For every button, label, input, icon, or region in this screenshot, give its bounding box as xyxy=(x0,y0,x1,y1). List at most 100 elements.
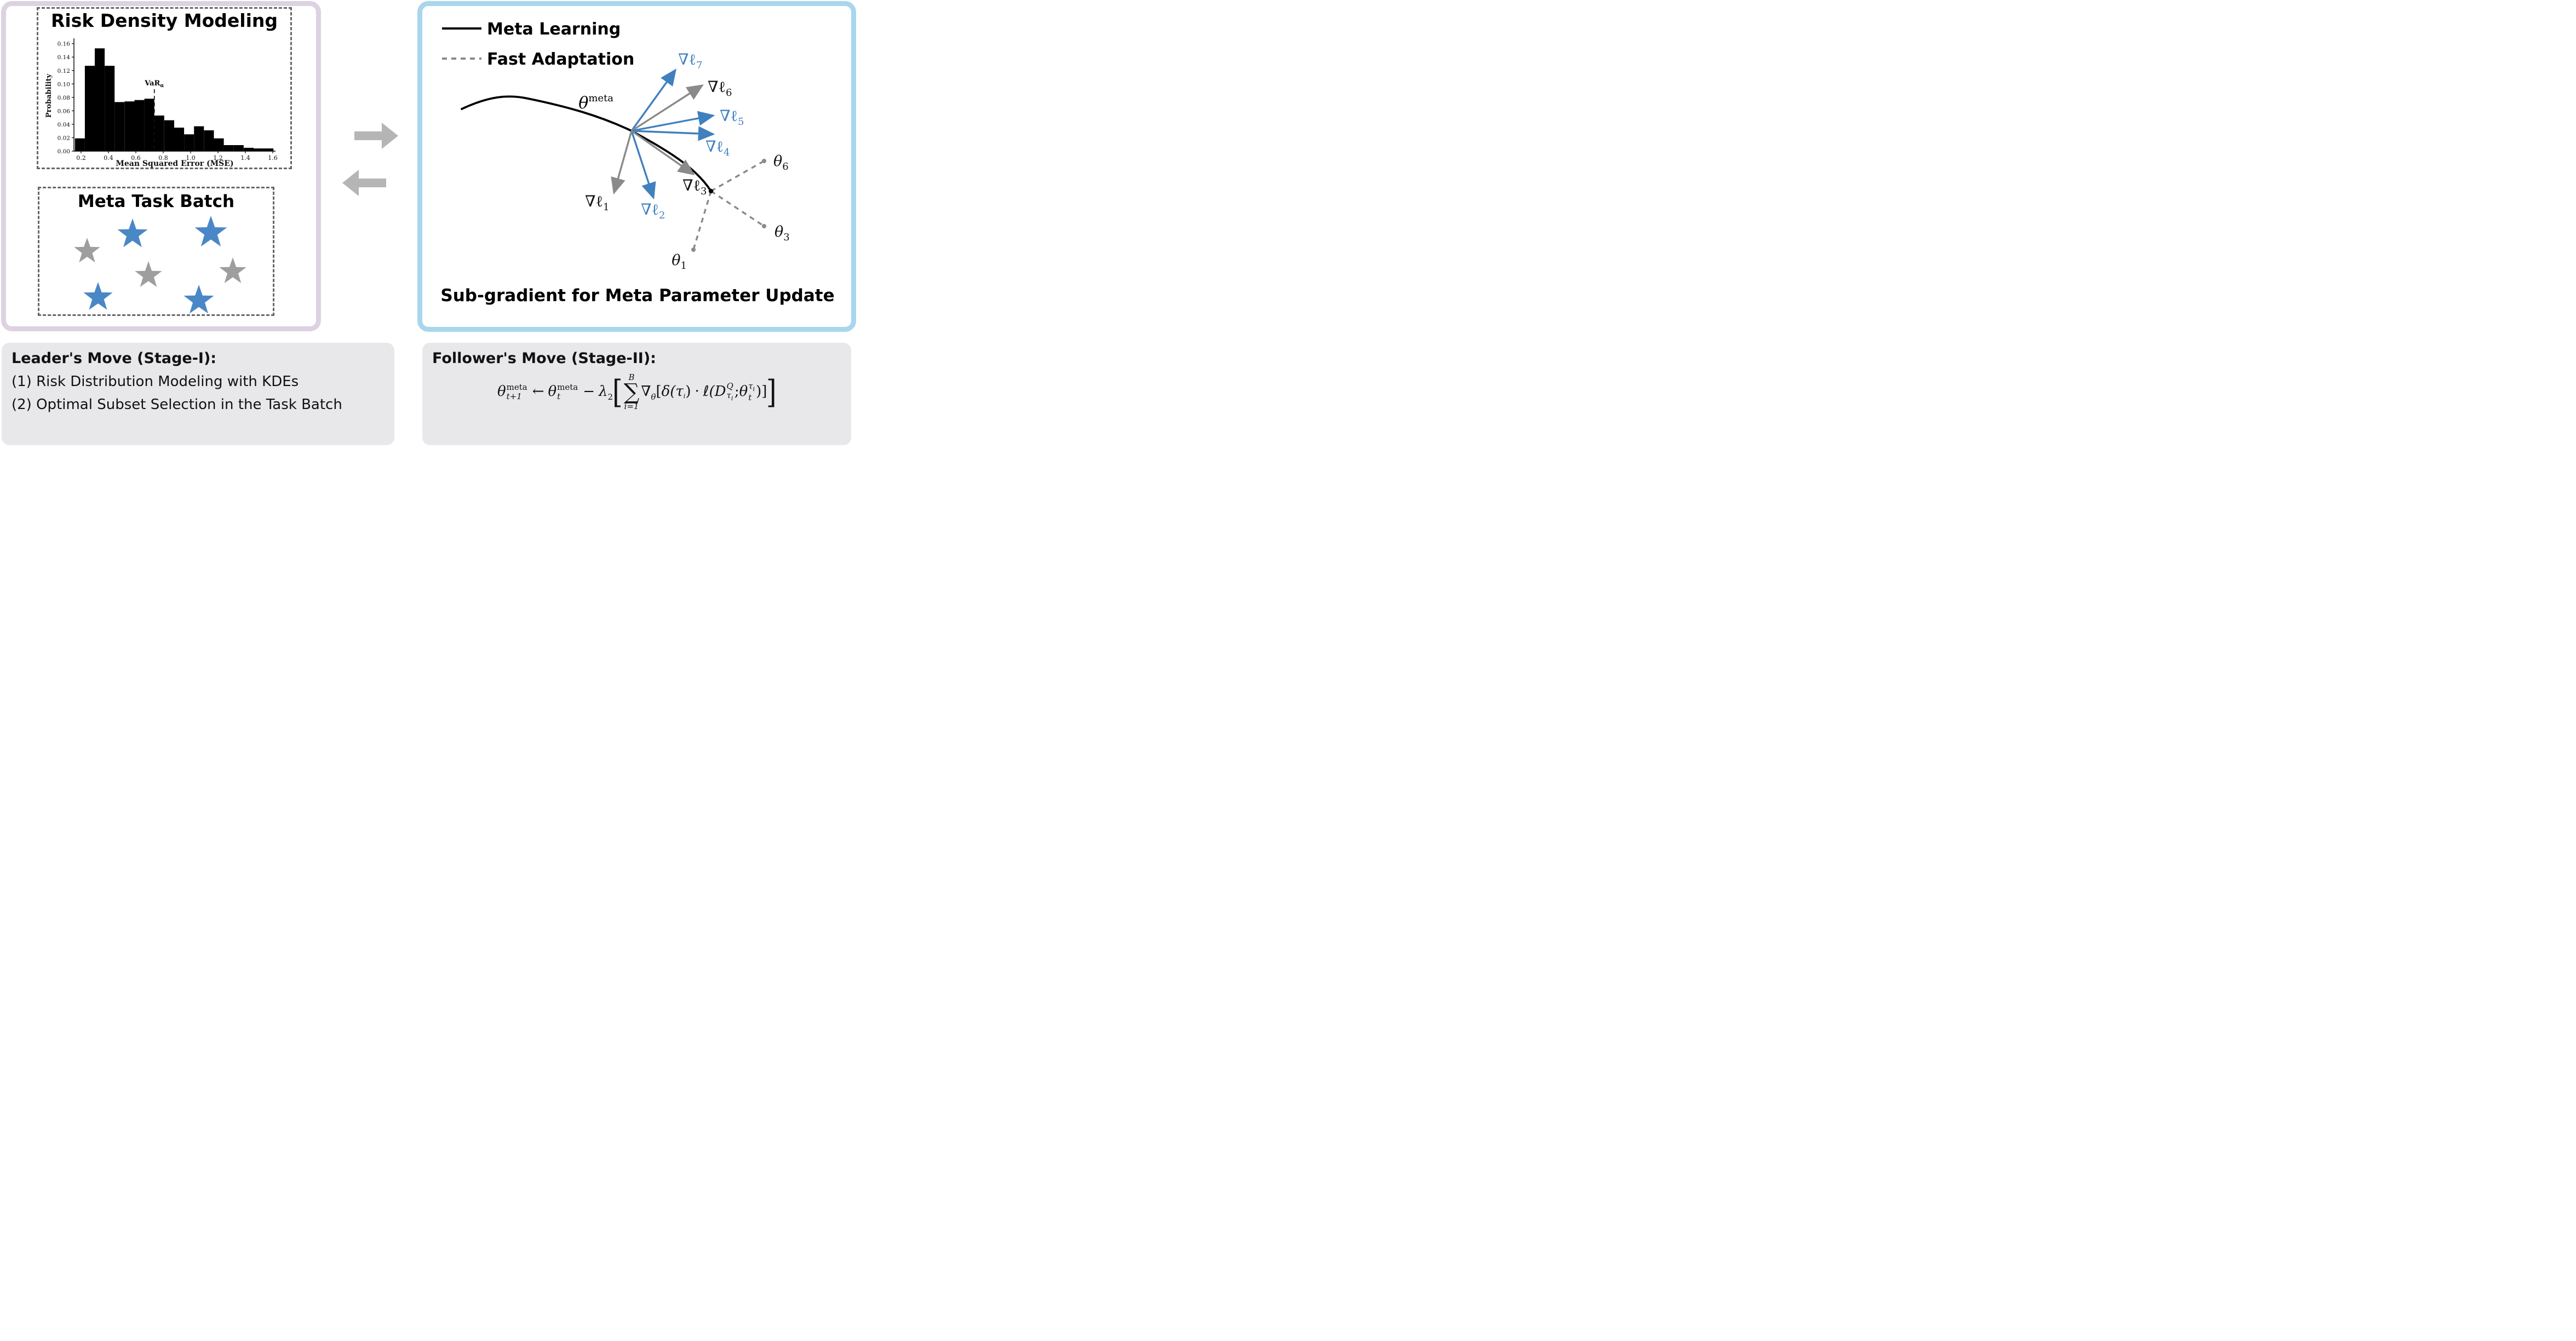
histogram-bar xyxy=(124,101,135,151)
follower-panel xyxy=(417,1,856,332)
y-axis-label: Probability xyxy=(45,73,53,118)
gradient-arrow-l5 xyxy=(631,111,715,132)
task-star-gray xyxy=(74,238,100,263)
task-star-gray xyxy=(135,261,162,287)
risk-density-box xyxy=(37,7,292,169)
leader-move-box: Leader's Move (Stage-I): (1) Risk Distri… xyxy=(2,343,394,445)
theta-label-6: θ6 xyxy=(773,153,789,172)
x-tick-label: 1.0 xyxy=(186,154,196,162)
histogram-bar xyxy=(164,120,174,151)
gradient-arrow-l3 xyxy=(631,130,695,175)
follower-move-title: Follower's Move (Stage-II): xyxy=(432,350,656,367)
gradient-arrows-group: ∇ℓ7∇ℓ6∇ℓ5∇ℓ4∇ℓ3∇ℓ2∇ℓ1 xyxy=(585,50,744,221)
gradient-label-l3: ∇ℓ3 xyxy=(682,176,707,197)
adaptation-endpoint-theta6 xyxy=(762,159,766,163)
gradient-label-l2: ∇ℓ2 xyxy=(641,200,665,221)
leader-move-line2: (2) Optimal Subset Selection in the Task… xyxy=(12,396,342,413)
y-tick-label: 0.14 xyxy=(58,54,71,61)
curve-end-point xyxy=(708,188,714,194)
histogram-bar xyxy=(243,147,254,151)
x-tick-label: 1.2 xyxy=(213,154,223,162)
y-tick-label: 0.08 xyxy=(58,95,70,101)
histogram-bar xyxy=(95,48,105,151)
adaptation-endpoint-theta1 xyxy=(691,248,696,252)
meta-learning-diagram: Meta Learning Fast Adaptation θmeta ∇ℓ7∇… xyxy=(440,20,834,306)
y-tick-label: 0.12 xyxy=(58,68,70,74)
delta-term: δ(τ xyxy=(661,383,684,400)
histogram-bar xyxy=(114,102,125,151)
loss-open: ℓ( xyxy=(703,383,715,400)
y-tick-label: 0.02 xyxy=(58,135,70,141)
histogram-bar xyxy=(105,66,115,151)
gradient-arrow-l6 xyxy=(631,84,704,132)
histogram-bar xyxy=(254,148,264,151)
y-tick-label: 0.16 xyxy=(58,41,71,48)
adaptation-line-theta1 xyxy=(692,191,712,250)
task-star-blue xyxy=(194,216,227,247)
x-tick-label: 0.4 xyxy=(104,154,113,162)
y-tick-label: 0.06 xyxy=(58,108,71,114)
histogram-bar xyxy=(174,128,185,151)
gradient-label-l5: ∇ℓ5 xyxy=(720,107,744,128)
meta-task-title: Meta Task Batch xyxy=(77,192,235,211)
assign-arrow: ← xyxy=(532,383,544,400)
task-star-blue xyxy=(183,285,214,314)
gradient-arrow-l4 xyxy=(631,126,715,141)
lambda-sub: 2 xyxy=(607,392,613,402)
x-tick-label: 0.8 xyxy=(158,154,168,162)
big-bracket-open: [ xyxy=(612,373,623,411)
flow-arrow-left-icon xyxy=(342,170,386,196)
histogram-bar xyxy=(134,100,145,151)
dataset-D: D xyxy=(714,383,726,400)
legend-fast-adaptation-label: Fast Adaptation xyxy=(487,50,634,69)
adaptation-endpoint-theta3 xyxy=(762,224,766,228)
flow-arrow-right-icon xyxy=(354,123,398,149)
nabla-sub: θ xyxy=(651,392,656,402)
histogram-bar xyxy=(233,145,244,151)
gradient-label-l4: ∇ℓ4 xyxy=(705,137,730,158)
theta-label-3: θ3 xyxy=(774,223,790,243)
histogram-bar xyxy=(223,145,234,151)
summation: B∑i=1 xyxy=(623,372,640,411)
histogram-bar xyxy=(154,116,164,151)
meta-task-box xyxy=(38,187,274,316)
legend-meta-learning-label: Meta Learning xyxy=(487,20,621,39)
figure-canvas: Risk Density Modeling VaRα 0.2 0.4 0.6 0.8 1.… xyxy=(0,0,859,447)
x-tick-label: 1.6 xyxy=(268,154,278,162)
x-tick-label: 1.4 xyxy=(240,154,250,162)
inner-bracket-close: ] xyxy=(761,383,767,400)
x-tick-label: 0.2 xyxy=(76,154,86,162)
y-tick-label: 0.04 xyxy=(58,122,71,128)
cdot: · xyxy=(695,383,699,400)
y-tick-label: 0.00 xyxy=(58,148,70,155)
gradient-label-l1: ∇ℓ1 xyxy=(585,192,609,213)
gradient-arrow-l2 xyxy=(630,130,656,200)
y-tick-label: 0.10 xyxy=(58,81,70,88)
inner-bracket-open: [ xyxy=(656,383,662,400)
histogram-bar xyxy=(263,148,274,151)
x-tick-label: 0.6 xyxy=(131,154,141,162)
task-star-gray xyxy=(219,257,246,283)
x-axis-label: Mean Squared Error (MSE) xyxy=(116,159,233,168)
theta-label-1: θ1 xyxy=(672,252,687,272)
task-star-blue xyxy=(117,218,148,248)
histogram-bar xyxy=(74,138,85,151)
histogram-bar xyxy=(84,66,95,151)
minus-sign: − xyxy=(583,383,595,400)
fast-adaptation-group: θ6 θ3 θ1 xyxy=(672,153,789,272)
flow-arrows xyxy=(342,123,398,196)
gradient-label-l6: ∇ℓ6 xyxy=(708,78,732,99)
var-alpha-label: VaRα xyxy=(144,79,164,89)
nabla: ∇ xyxy=(641,383,651,400)
histogram-bar xyxy=(194,126,204,151)
risk-density-title: Risk Density Modeling xyxy=(50,10,278,31)
histogram-bar xyxy=(184,134,194,151)
histogram-bar xyxy=(214,138,224,151)
leader-move-title: Leader's Move (Stage-I): xyxy=(12,350,217,367)
